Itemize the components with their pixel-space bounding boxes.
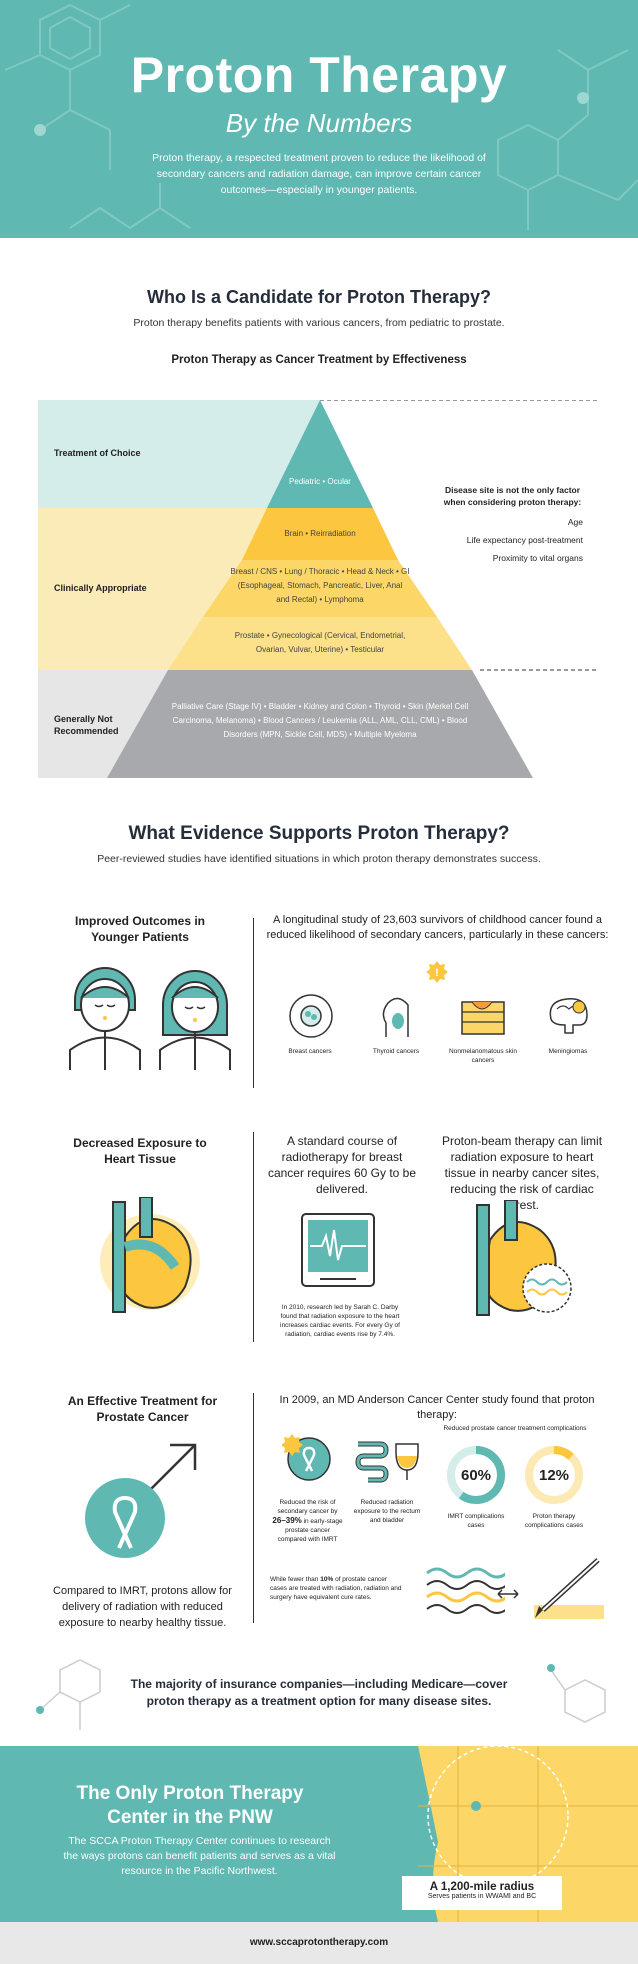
factor-title: Disease site is not the only factor when… [443, 485, 582, 507]
molecule-decoration-left [4, 3, 131, 170]
row3-divider [253, 1393, 254, 1623]
intestine-bladder-icon [355, 1441, 419, 1483]
male-symbol-ribbon-icon [85, 1443, 197, 1558]
molecule-decoration-bottom [69, 183, 191, 230]
radius-box: A 1,200-mile radius Serves patients in W… [402, 1876, 562, 1910]
complications-title: Reduced prostate cancer treatment compli… [443, 1425, 587, 1432]
risk-percent: 26–39% [272, 1516, 302, 1525]
row3-title: An Effective Treatment for Prostate Canc… [67, 1394, 218, 1424]
row2-text-a: A standard course of radiotherapy for br… [267, 1134, 417, 1196]
heart-illustration [100, 1197, 200, 1313]
row1-text: A longitudinal study of 23,603 survivors… [266, 914, 609, 941]
risk-text-a: Reduced the risk of secondary cancer by [277, 1499, 338, 1515]
pyramid-chart-title: Proton Therapy as Cancer Treatment by Ef… [171, 354, 467, 366]
breast-cancer-icon [289, 994, 333, 1038]
skin-cancer-icon [461, 1001, 505, 1035]
factor-age: Age [567, 517, 583, 527]
heart-beam-illustration [476, 1200, 572, 1316]
radius-subtitle: Serves patients in WWAMI and BC [427, 1893, 537, 1900]
alert-badge-icon: ! [426, 961, 448, 983]
cure-text-c: of prostate cancer cases are treated wit… [270, 1576, 402, 1601]
cancer-label-meningiomas: Meningiomas [548, 1048, 588, 1055]
row2-text-b: Proton-beam therapy can limit radiation … [441, 1134, 603, 1212]
row1-divider [253, 918, 254, 1088]
website-link[interactable]: www.sccaprotontherapy.com [0, 1922, 638, 1964]
ribbon-badge-icon [282, 1434, 331, 1481]
factor-life-expectancy: Life expectancy post-treatment [466, 535, 583, 545]
pnw-section: The Only Proton Therapy Center in the PN… [0, 1746, 638, 1922]
stat-proton-percent: 12% [538, 1467, 570, 1484]
radius-title: A 1,200-mile radius [429, 1881, 535, 1893]
cancer-label-thyroid: Thyroid cancers [372, 1048, 420, 1055]
double-arrow-icon [497, 1589, 519, 1599]
row2-note: In 2010, research led by Sarah C. Darby … [280, 1304, 400, 1338]
band-treatment-of-choice [38, 400, 320, 508]
page-subtitle: By the Numbers [225, 108, 413, 138]
evidence-title: What Evidence Supports Proton Therapy? [128, 823, 510, 844]
cancer-label-skin: Nonmelanomatous skin cancers [449, 1048, 517, 1064]
row3-text: In 2009, an MD Anderson Cancer Center st… [279, 1394, 595, 1421]
risk-text-c: in early-stage prostate cancer compared … [277, 1518, 343, 1543]
cure-percent: 10% [320, 1576, 334, 1583]
risk-reduction-text: Reduced the risk of secondary cancer by … [270, 1498, 345, 1544]
stat-imrt-label: IMRT complications cases [447, 1513, 505, 1529]
reduced-exposure-text: Reduced radiation exposure to the rectum… [353, 1499, 421, 1524]
donut-imrt [447, 1446, 505, 1504]
pnw-text: The SCCA Proton Therapy Center continues… [63, 1835, 336, 1877]
cure-text-a: While fewer than [270, 1576, 319, 1583]
pyramid-items-brain: Brain • Reirradiation [284, 529, 356, 538]
pyramid-shape [107, 400, 598, 778]
pyramid-items-breast: Breast / CNS • Lung / Thoracic • Head & … [230, 567, 410, 604]
band-label-clinically-appropriate: Clinically Appropriate [54, 583, 147, 593]
page-title: Proton Therapy [130, 47, 508, 103]
radiation-waves-icon [426, 1567, 505, 1614]
stat-proton-label: Proton therapy complications cases [524, 1513, 584, 1529]
pyramid-items-not-recommended: Palliative Care (Stage IV) • Bladder • K… [171, 702, 469, 739]
row2-title: Decreased Exposure to Heart Tissue [73, 1136, 207, 1166]
donut-proton [525, 1446, 583, 1504]
band-label-not-recommended: Generally Not Recommended [54, 714, 119, 736]
pyramid-items-prostate: Prostate • Gynecological (Cervical, Endo… [234, 631, 406, 654]
molecule-decoration-right [497, 49, 638, 230]
pnw-title: The Only Proton Therapy Center in the PN… [76, 1783, 304, 1828]
evidence-subtitle: Peer-reviewed studies have identified si… [97, 853, 541, 865]
row2-divider [253, 1132, 254, 1342]
thyroid-cancer-icon [382, 997, 409, 1037]
scalpel-icon [534, 1558, 604, 1619]
pyramid-items-choice: Pediatric • Ocular [289, 477, 351, 486]
row1-title: Improved Outcomes in Younger Patients [74, 914, 206, 944]
effectiveness-pyramid: Treatment of Choice Clinically Appropria… [0, 400, 638, 780]
hero-banner: Proton Therapy By the Numbers Proton the… [0, 0, 638, 238]
insurance-text: The majority of insurance companies—incl… [130, 1677, 508, 1708]
factor-proximity: Proximity to vital organs [492, 553, 583, 563]
band-label-treatment-of-choice: Treatment of Choice [54, 448, 141, 458]
svg-text:!: ! [435, 967, 439, 979]
children-illustration [69, 967, 231, 1070]
candidate-title: Who Is a Candidate for Proton Therapy? [146, 287, 492, 307]
ecg-monitor-icon [301, 1213, 375, 1287]
molecule-decoration-insurance-right [547, 1664, 606, 1723]
row3-bottom-left: Compared to IMRT, protons allow for deli… [53, 1585, 232, 1629]
cancer-label-breast: Breast cancers [288, 1048, 332, 1055]
meningioma-icon [549, 998, 588, 1034]
cure-rate-text: While fewer than 10% of prostate cancer … [270, 1575, 405, 1602]
molecule-decoration-insurance-left [36, 1659, 101, 1730]
hero-intro: Proton therapy, a respected treatment pr… [152, 152, 486, 196]
stat-imrt-percent: 60% [460, 1467, 492, 1484]
candidate-subtitle: Proton therapy benefits patients with va… [133, 317, 505, 329]
